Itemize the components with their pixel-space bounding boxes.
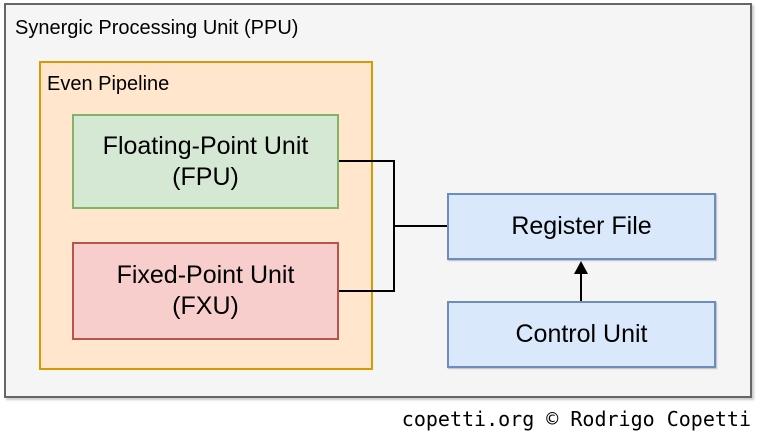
control-to-register-arrow-shaft bbox=[580, 273, 582, 301]
connector-vertical-bus bbox=[393, 160, 395, 292]
register-file-label: Register File bbox=[511, 212, 652, 240]
register-file-node: Register File bbox=[447, 193, 716, 260]
control-unit-label: Control Unit bbox=[515, 320, 648, 348]
connector-fxu-horizontal bbox=[339, 290, 395, 292]
attribution-caption: copetti.org © Rodrigo Copetti bbox=[401, 407, 751, 431]
control-unit-node: Control Unit bbox=[447, 301, 716, 368]
fpu-label-line2: (FPU) bbox=[172, 162, 239, 191]
fxu-label-line1: Fixed-Point Unit bbox=[116, 261, 295, 289]
fxu-node: Fixed-Point Unit (FXU) bbox=[72, 242, 339, 340]
arrow-up-icon bbox=[574, 261, 588, 274]
even-pipeline-label: Even Pipeline bbox=[47, 73, 170, 95]
fpu-label-line1: Floating-Point Unit bbox=[102, 131, 309, 160]
fxu-label-line2: (FXU) bbox=[172, 292, 239, 320]
connector-fpu-horizontal bbox=[339, 160, 395, 162]
ppu-title: Synergic Processing Unit (PPU) bbox=[15, 17, 299, 39]
fpu-node: Floating-Point Unit (FPU) bbox=[72, 114, 339, 209]
connector-to-register-file bbox=[395, 225, 447, 227]
